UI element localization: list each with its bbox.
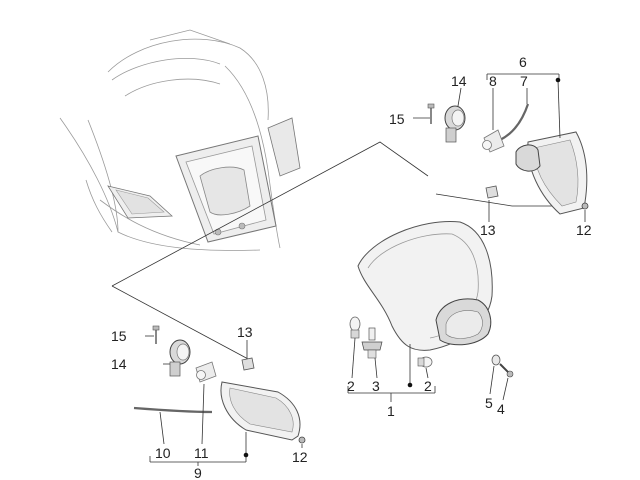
callout-14-right: 14 bbox=[451, 73, 467, 89]
indicator-lens-left bbox=[220, 381, 301, 441]
callout-3: 3 bbox=[372, 378, 380, 394]
indicator-lens-right bbox=[515, 131, 588, 215]
screw-12-left bbox=[298, 436, 306, 444]
bulb-socket-right bbox=[444, 105, 466, 143]
callout-12-left: 12 bbox=[292, 449, 308, 465]
indicator-seal-right bbox=[499, 103, 530, 141]
guide-lines bbox=[111, 141, 585, 361]
bulb-socket-left bbox=[169, 339, 191, 377]
callout-8: 8 bbox=[489, 73, 497, 89]
leader-dots bbox=[243, 77, 561, 458]
callout-1: 1 bbox=[387, 403, 395, 419]
screw-4 bbox=[499, 363, 514, 378]
callout-7: 7 bbox=[520, 73, 528, 89]
screw-15-right bbox=[427, 103, 435, 124]
headset-cavity bbox=[175, 117, 301, 243]
clip-13-left bbox=[241, 357, 255, 371]
screw-15-left bbox=[152, 325, 160, 344]
callout-10: 10 bbox=[155, 445, 171, 461]
washer-5 bbox=[491, 354, 501, 366]
side-indicator-recess bbox=[107, 185, 173, 219]
clip-13-right bbox=[485, 185, 499, 199]
callout-2-right: 2 bbox=[424, 378, 432, 394]
bulb-2-left bbox=[349, 316, 361, 339]
callout-14-left: 14 bbox=[111, 356, 127, 372]
indicator-seal-left bbox=[133, 406, 213, 414]
callout-13-left: 13 bbox=[237, 324, 253, 340]
bulb-2-right bbox=[417, 356, 433, 368]
headlight-bulb-3 bbox=[361, 327, 383, 359]
headlight-assembly bbox=[357, 221, 493, 351]
bulb-left bbox=[195, 361, 217, 383]
callout-15-right: 15 bbox=[389, 111, 405, 127]
screw-12-right bbox=[581, 202, 589, 210]
callout-labels: 6 8 7 14 15 13 12 2 3 2 1 5 4 15 14 13 1… bbox=[111, 54, 592, 480]
callout-6: 6 bbox=[519, 54, 527, 70]
callout-5: 5 bbox=[485, 395, 493, 411]
scooter-body-outline bbox=[59, 29, 281, 251]
callout-13-right: 13 bbox=[480, 222, 496, 238]
leader-lines bbox=[145, 73, 586, 466]
callout-11: 11 bbox=[194, 445, 209, 461]
bulb-right bbox=[482, 129, 505, 153]
callout-12-right: 12 bbox=[576, 222, 592, 238]
callout-4: 4 bbox=[497, 401, 505, 417]
callout-9: 9 bbox=[194, 465, 202, 480]
callout-2-left: 2 bbox=[347, 378, 355, 394]
callout-15-left: 15 bbox=[111, 328, 127, 344]
